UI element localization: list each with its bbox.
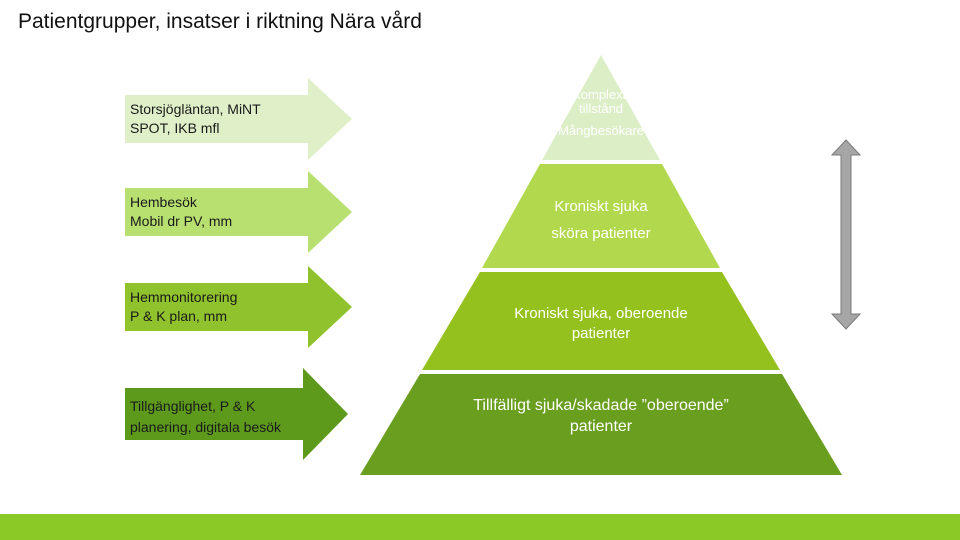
arrow-shape-2: [125, 171, 352, 253]
arrow-label-3: Hemmonitorering P & K plan, mm: [130, 288, 237, 326]
tier-label-top-line2: tillstånd: [578, 101, 624, 116]
tier-label-2-line1: Kroniskt sjuka: [554, 198, 648, 215]
arrow-label-3-line2: P & K plan, mm: [130, 308, 228, 324]
arrow-label-2-line2: Mobil dr PV, mm: [130, 213, 233, 229]
arrow-label-3-line1: Hemmonitorering: [130, 289, 238, 305]
tier-label-4-line1: Tillfälligt sjuka/skadade ”oberoende”: [473, 397, 729, 414]
bottom-accent-bar: [0, 514, 960, 540]
double-arrow-vertical-icon: [830, 139, 862, 330]
tier-label-3: Kroniskt sjuka, oberoende patienter: [451, 304, 751, 344]
pyramid-tier-3: [422, 272, 780, 370]
pyramid-tier-2: [482, 164, 720, 268]
arrow-label-2: Hembesök Mobil dr PV, mm: [130, 193, 232, 231]
tier-label-4: Tillfälligt sjuka/skadade ”oberoende” pa…: [401, 395, 801, 437]
arrow-shape-3: [125, 266, 352, 348]
arrow-label-1: Storsjögläntan, MiNT SPOT, IKB mfl: [130, 100, 261, 138]
arrow-label-2-line1: Hembesök: [130, 194, 197, 210]
tier-label-3-line1: Kroniskt sjuka, oberoende: [514, 305, 688, 322]
tier-label-top-line1: Komplexa: [572, 87, 630, 102]
pyramid-tier-top: [542, 55, 660, 160]
arrow-shape-4: [125, 368, 348, 460]
arrow-shape-1: [125, 78, 352, 160]
arrow-label-4: Tillgänglighet, P & K planering, digital…: [130, 396, 281, 438]
page-title: Patientgrupper, insatser i riktning Nära…: [18, 10, 422, 33]
arrow-label-1-line2: SPOT, IKB mfl: [130, 120, 220, 136]
tier-label-2: Kroniskt sjuka sköra patienter: [501, 193, 701, 247]
tier-label-4-line2: patienter: [569, 418, 633, 435]
pyramid-tier-4: [360, 374, 842, 475]
tier-label-top-line3: Mångbesökare: [558, 123, 644, 138]
tier-label-3-line2: patienter: [571, 325, 631, 342]
tier-label-2-line2: sköra patienter: [551, 225, 651, 242]
tier-label-top: Komplexa tillstånd Mångbesökare: [551, 88, 651, 138]
arrow-label-4-line1: Tillgänglighet, P & K: [130, 398, 256, 414]
arrow-label-4-line2: planering, digitala besök: [130, 419, 281, 435]
arrow-label-1-line1: Storsjögläntan, MiNT: [130, 101, 261, 117]
